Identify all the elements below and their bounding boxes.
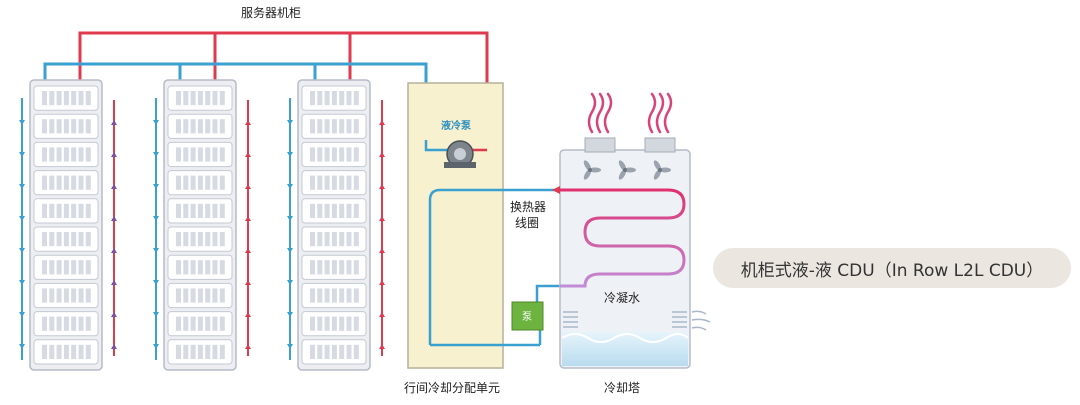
flow-arrow (153, 120, 159, 125)
flow-arrow (153, 216, 159, 221)
flow-arrow (111, 248, 117, 253)
flow-arrow (379, 280, 385, 285)
cdu-cabinet (407, 82, 504, 369)
flow-arrow (379, 248, 385, 253)
flow-arrow (287, 280, 293, 285)
flow-arrow (287, 152, 293, 157)
flow-arrow (153, 248, 159, 253)
flow-arrow (19, 280, 25, 285)
flow-arrow (153, 344, 159, 349)
server-rack (287, 79, 385, 371)
flow-arrow (379, 216, 385, 221)
flow-arrow (111, 152, 117, 157)
flow-arrow (287, 216, 293, 221)
pump-icon (511, 301, 544, 331)
flow-arrow (245, 216, 251, 221)
flow-arrow (379, 312, 385, 317)
flow-arrow (245, 312, 251, 317)
flow-arrow (153, 152, 159, 157)
flow-arrow (379, 184, 385, 189)
pump-label: 泵 (522, 311, 532, 323)
air-inlet-right-icon (672, 310, 711, 331)
flow-arrow (287, 184, 293, 189)
server-rack (19, 79, 117, 371)
flow-arrow (111, 280, 117, 285)
flow-arrow (245, 120, 251, 125)
heat-exchanger-coil (560, 188, 686, 288)
flow-arrow (379, 120, 385, 125)
flow-arrow (245, 152, 251, 157)
flow-arrow (245, 248, 251, 253)
fan-icon (653, 160, 671, 180)
flow-arrow (287, 312, 293, 317)
flow-arrow (19, 344, 25, 349)
flow-arrow (287, 248, 293, 253)
flow-arrow (153, 312, 159, 317)
flow-arrow (111, 344, 117, 349)
cooling-tower (559, 137, 691, 369)
flow-arrow (111, 120, 117, 125)
flow-arrow (245, 280, 251, 285)
flow-arrow (19, 248, 25, 253)
flow-arrow (287, 120, 293, 125)
cooling-tower-label: 冷却塔 (604, 381, 640, 395)
flow-arrow (19, 216, 25, 221)
heat-exchanger-label: 换热器 (510, 200, 546, 214)
steam-icon (587, 92, 673, 134)
server-racks (19, 79, 385, 371)
flow-arrow (379, 152, 385, 157)
tower-fans (583, 160, 671, 180)
flow-arrow (19, 312, 25, 317)
flow-arrow (19, 152, 25, 157)
flow-arrow (111, 216, 117, 221)
flow-arrow (245, 344, 251, 349)
flow-arrow (111, 312, 117, 317)
flow-arrow (379, 344, 385, 349)
flow-arrow (153, 280, 159, 285)
flow-arrow (153, 184, 159, 189)
heat-exchanger-label-line2: 线圈 (515, 216, 539, 230)
flow-arrow (245, 184, 251, 189)
flow-arrow (287, 344, 293, 349)
server-rack (153, 79, 251, 371)
cdu-unit-label: 行间冷却分配单元 (404, 381, 500, 395)
fan-icon (583, 160, 601, 180)
fan-icon (618, 160, 636, 180)
flow-arrow (19, 184, 25, 189)
server-cabinet-label: 服务器机柜 (241, 5, 301, 20)
coil-inlet-arrow (552, 186, 560, 194)
air-inlet-left-icon (563, 311, 578, 328)
flow-arrow (19, 120, 25, 125)
cdu-type-tag: 机柜式液-液 CDU（In Row L2L CDU） (713, 248, 1071, 288)
liquid-pump-label: 液冷泵 (441, 119, 472, 132)
condensed-water-label: 冷凝水 (604, 290, 640, 305)
flow-arrow (111, 184, 117, 189)
liquid-pump-icon (444, 140, 476, 168)
